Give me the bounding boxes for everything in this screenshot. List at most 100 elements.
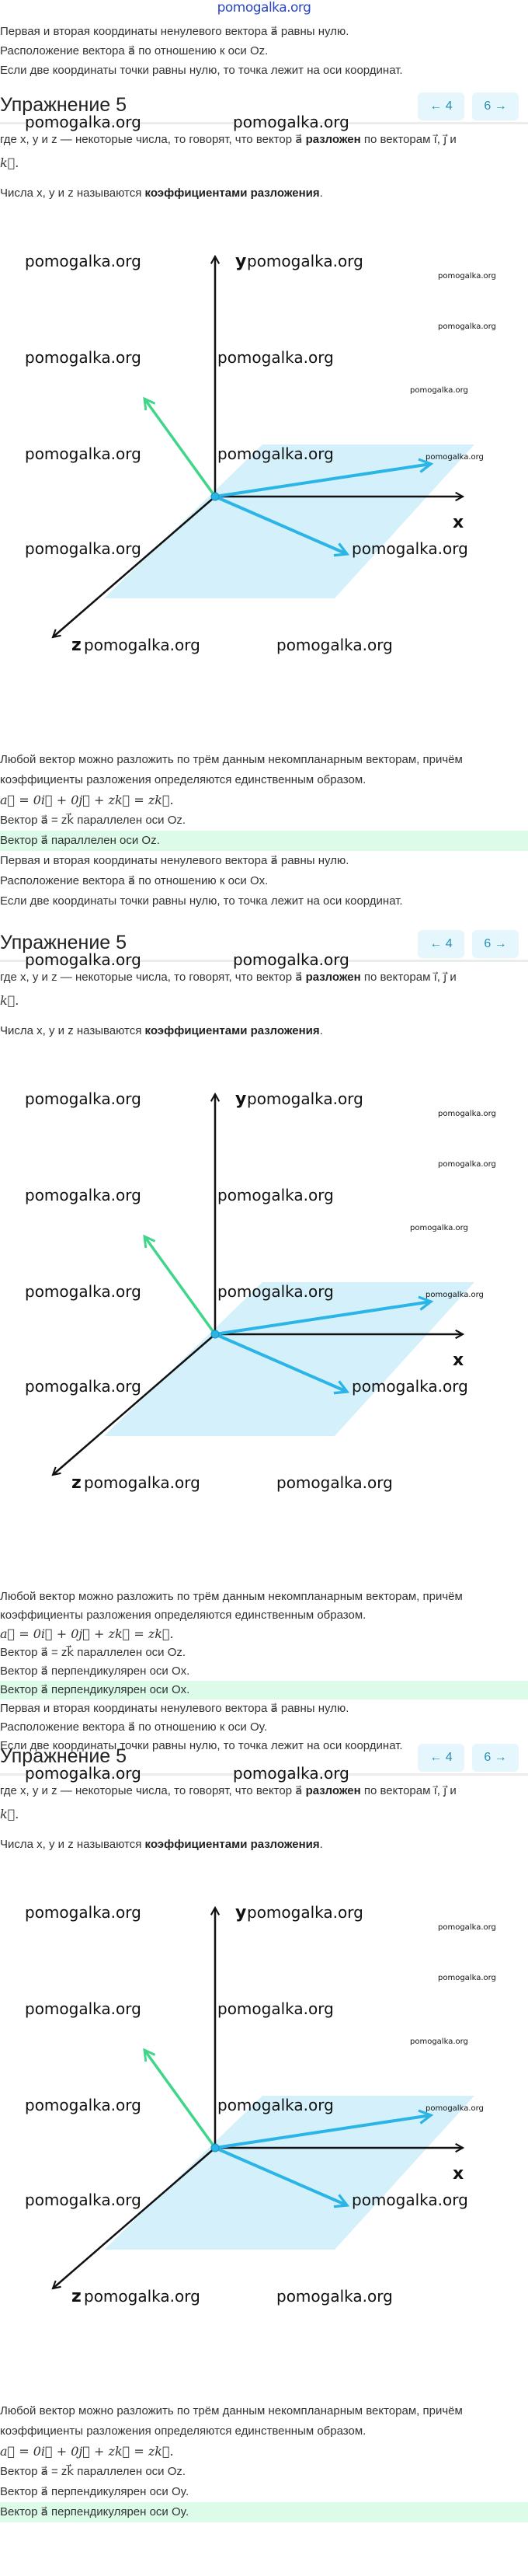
intro-text: где x, y и z — некоторые числа, то говор…	[0, 964, 528, 1044]
text: .	[319, 1024, 323, 1037]
text-line: Если две координаты точки равны нулю, то…	[0, 894, 403, 908]
section-header: Упражнение 5 ← 4 6 →	[0, 927, 528, 961]
x-axis-label: x	[453, 513, 464, 532]
text-line: Если две координаты точки равны нулю, то…	[0, 64, 403, 77]
green-vector	[144, 2050, 217, 2149]
watermark: pomogalka.org	[25, 444, 141, 463]
bold-term: коэффициентами разложения	[144, 1024, 320, 1037]
prev-exercise-button[interactable]: ← 4	[418, 1744, 464, 1772]
watermark: pomogalka.org	[25, 2096, 141, 2114]
text-line: Расположение вектора a⃗ по отношению к о…	[0, 874, 269, 887]
text-line: коэффициенты разложения определяются еди…	[0, 773, 366, 786]
intro-line: k⃗.	[0, 993, 19, 1008]
bold-term: коэффициентами разложения	[144, 186, 320, 200]
watermark: pomogalka.org	[233, 113, 349, 131]
origin-point	[210, 1330, 220, 1339]
text-line: Вектор a⃗ перпендикулярен оси Ox.	[0, 1664, 190, 1678]
vector-diagram: y x z pomogalka.org pomogalka.org pomogalka.o…	[25, 252, 496, 655]
formula-line: a⃗ = 0i⃗ + 0j⃗ + zk⃗ = zk⃗.	[0, 1626, 174, 1641]
text: .	[319, 186, 323, 200]
exercise-title: Упражнение 5	[0, 932, 127, 953]
text-line: Вектор a⃗ = zk⃗ параллелен оси Oz.	[0, 814, 186, 827]
green-vector	[144, 399, 217, 498]
watermark: pomogalka.org	[438, 1110, 496, 1118]
explanation-lines: Любой вектор можно разложить по трём дан…	[0, 1588, 528, 1755]
watermark: pomogalka.org	[84, 1473, 200, 1492]
watermark: pomogalka.org	[217, 1186, 334, 1204]
exercise-title: Упражнение 5	[0, 1745, 127, 1767]
explanation-lines: Любой вектор можно разложить по трём дан…	[0, 2401, 528, 2522]
exercise-section: Упражнение 5 ← 4 6 → pomogalka.org pomogalka…	[0, 1741, 528, 2409]
y-axis-label: y	[235, 1903, 246, 1922]
watermark: pomogalka.org	[217, 1999, 334, 2018]
intro-line: где x, y и z — некоторые числа, то говор…	[0, 127, 528, 150]
watermark: pomogalka.org	[438, 1160, 496, 1169]
xz-plane	[104, 1282, 474, 1436]
text-line: Вектор a⃗ = zk⃗ параллелен оси Oz.	[0, 2465, 186, 2478]
section-header: Упражнение 5 ← 4 6 →	[0, 1741, 528, 1775]
watermark: pomogalka.org	[276, 636, 393, 654]
prev-exercise-button[interactable]: ← 4	[418, 92, 464, 120]
watermark: pomogalka.org	[438, 272, 496, 281]
watermark: pomogalka.org	[217, 348, 334, 367]
z-axis	[53, 496, 216, 637]
watermark: pomogalka.org	[276, 1473, 393, 1492]
prev-exercise-button[interactable]: ← 4	[418, 930, 464, 958]
intro-line: k⃗.	[0, 1807, 19, 1821]
z-axis	[53, 2147, 216, 2288]
bold-term: коэффициентами разложения	[144, 1838, 320, 1851]
z-axis-label: z	[71, 2287, 82, 2306]
z-axis-label: z	[71, 1473, 82, 1493]
answer-highlight: Вектор a⃗ параллелен оси Oz.	[0, 831, 528, 851]
text-line: Любой вектор можно разложить по трём дан…	[0, 1590, 463, 1603]
blue-vector-upper	[214, 1302, 431, 1336]
origin-point	[210, 492, 220, 501]
text: Числа x, y и z называются	[0, 186, 145, 200]
watermark: pomogalka.org	[25, 252, 141, 270]
watermark: pomogalka.org	[438, 1974, 496, 1982]
watermark: pomogalka.org	[84, 2287, 200, 2306]
text: Числа x, y и z называются	[0, 1838, 145, 1851]
watermark: pomogalka.org	[25, 2191, 141, 2209]
next-exercise-button[interactable]: 6 →	[472, 1744, 519, 1772]
watermark: pomogalka.org	[352, 2191, 468, 2209]
xz-plane	[104, 2096, 474, 2250]
watermark: pomogalka.org	[233, 950, 349, 969]
watermark: pomogalka.org	[25, 539, 141, 558]
intro-text: где x, y и z — некоторые числа, то говор…	[0, 1778, 528, 1857]
z-axis	[53, 1333, 216, 1475]
text-line: Вектор a⃗ перпендикулярен оси Oy.	[0, 2485, 189, 2498]
watermark: pomogalka.org	[25, 1186, 141, 1204]
next-exercise-button[interactable]: 6 →	[472, 92, 519, 120]
coefficients-line: Числа x, y и z называются коэффициентами…	[0, 1020, 528, 1044]
text-line: коэффициенты разложения определяются еди…	[0, 1609, 366, 1622]
formula-line: a⃗ = 0i⃗ + 0j⃗ + zk⃗ = zk⃗.	[0, 793, 174, 807]
watermark: pomogalka.org	[233, 1764, 349, 1783]
text-line: Любой вектор можно разложить по трём дан…	[0, 753, 463, 766]
divider	[0, 960, 528, 962]
watermark: pomogalka.org	[352, 539, 468, 558]
blue-vector-lower	[214, 495, 347, 554]
intro-text: где x, y и z — некоторые числа, то говор…	[0, 127, 528, 206]
z-axis-label: z	[71, 636, 82, 655]
next-exercise-button[interactable]: 6 →	[472, 930, 519, 958]
origin-point	[210, 2143, 220, 2152]
formula-line: a⃗ = 0i⃗ + 0j⃗ + zk⃗ = zk⃗.	[0, 2444, 174, 2459]
watermark: pomogalka.org	[217, 1282, 334, 1301]
watermark: pomogalka.org	[25, 1764, 141, 1783]
watermark: pomogalka.org	[426, 2104, 484, 2113]
blue-vector-upper	[214, 464, 431, 498]
watermark: pomogalka.org	[25, 348, 141, 367]
watermark: pomogalka.org	[25, 1903, 141, 1922]
watermark: pomogalka.org	[25, 1089, 141, 1108]
text-line: коэффициенты разложения определяются еди…	[0, 2424, 366, 2438]
blue-vector-upper	[214, 2115, 431, 2149]
exercise-section: Упражнение 5 ← 4 6 → pomogalka.org pomogalka…	[0, 927, 528, 1595]
watermark: pomogalka.org	[410, 2037, 468, 2046]
y-axis-label: y	[235, 252, 246, 271]
blue-vector-lower	[214, 2146, 347, 2205]
